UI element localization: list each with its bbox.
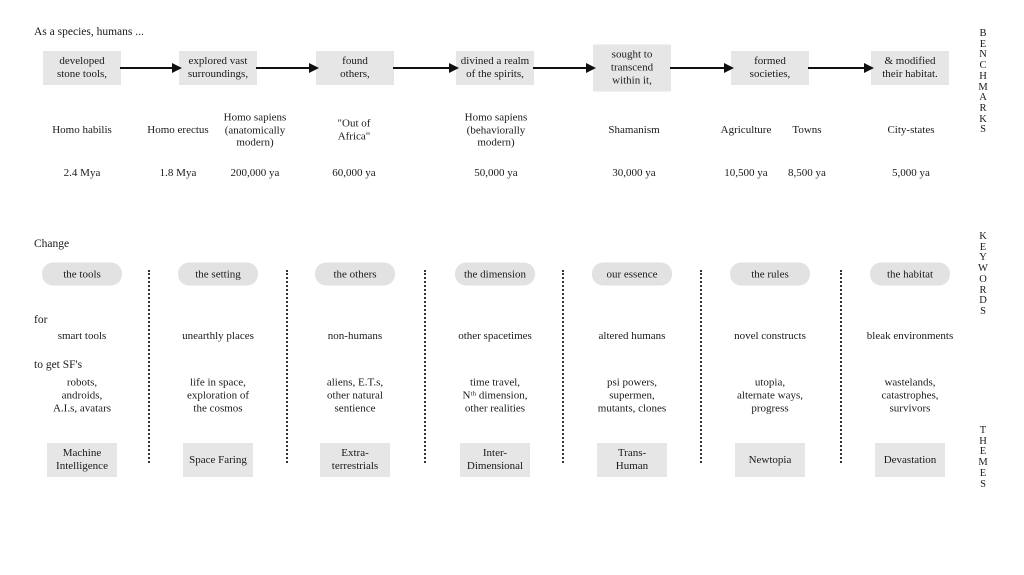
change-label: Change [34,238,70,250]
keyword-pill-rules: the rules [730,262,810,286]
sf-examples: aliens, E.T.s, other natural sentience [326,376,384,415]
theme-box-newtopia: Newtopia [735,443,805,477]
milestone-date: 10,500 ya [724,167,768,179]
arrow-right-icon [670,63,734,73]
keyword-pill-habitat: the habitat [870,262,950,286]
keyword-pill-others: the others [315,262,395,286]
side-label-keywords: K E Y W O R D S [978,231,988,317]
flow-box-others: found others, [316,51,394,85]
milestone-date: 5,000 ya [892,167,930,179]
milestone-name: "Out of Africa" [337,117,371,143]
theme-box-space-faring: Space Faring [183,443,253,477]
flow-box-habitat: & modified their habitat. [871,51,949,85]
milestone-date: 2.4 Mya [63,167,101,179]
keyword-pill-tools: the tools [42,262,122,286]
milestone-name: Towns [792,123,822,136]
arrow-right-icon [808,63,874,73]
milestone-date: 60,000 ya [332,167,376,179]
arrow-right-icon [533,63,596,73]
for-item: unearthly places [182,330,254,342]
for-label: for [34,314,48,326]
for-item: non-humans [327,330,383,342]
milestone-name: Homo erectus [147,123,209,136]
milestone-date: 30,000 ya [612,167,656,179]
for-item: novel constructs [734,330,806,342]
column-divider [562,270,564,463]
arrow-right-icon [120,63,182,73]
side-label-themes: T H E M E S [978,425,988,490]
keyword-pill-dimension: the dimension [455,262,535,286]
flow-box-transcend: sought to transcend within it, [593,44,671,92]
column-divider [700,270,702,463]
side-label-benchmarks: B E N C H M A R K S [978,28,988,136]
flow-box-surroundings: explored vast surroundings, [179,51,257,85]
sf-examples: wastelands, catastrophes, survivors [881,376,939,415]
column-divider [286,270,288,463]
theme-box-machine-intelligence: Machine Intelligence [47,443,117,477]
arrow-right-icon [393,63,459,73]
keyword-pill-setting: the setting [178,262,258,286]
sf-examples: time travel, Nᵗʰ dimension, other realit… [462,376,528,415]
arrow-right-icon [256,63,319,73]
sf-examples: life in space, exploration of the cosmos [186,376,250,415]
milestone-date: 8,500 ya [788,167,826,179]
for-item: smart tools [57,330,107,342]
flow-box-stone-tools: developed stone tools, [43,51,121,85]
sf-examples: utopia, alternate ways, progress [737,376,803,415]
column-divider [424,270,426,463]
milestone-name: Agriculture [720,123,772,136]
keyword-pill-essence: our essence [592,262,672,286]
theme-box-extraterrestrials: Extra- terrestrials [320,443,390,477]
milestone-name: Shamanism [608,123,660,136]
milestone-name: Homo sapiens (behaviorally modern) [464,111,528,149]
for-item: bleak environments [866,330,954,342]
for-item: other spacetimes [458,330,532,342]
sf-examples: robots, androids, A.I.s, avatars [52,376,112,415]
for-item: altered humans [598,330,666,342]
theme-box-interdimensional: Inter- Dimensional [460,443,530,477]
milestone-date: 50,000 ya [474,167,518,179]
column-divider [840,270,842,463]
milestone-date: 200,000 ya [230,167,280,179]
milestone-name: Homo habilis [52,123,112,136]
theme-box-transhuman: Trans- Human [597,443,667,477]
theme-box-devastation: Devastation [875,443,945,477]
flow-box-spirits: divined a realm of the spirits, [456,51,534,85]
milestone-name: Homo sapiens (anatomically modern) [223,111,287,149]
milestone-date: 1.8 Mya [159,167,197,179]
intro-label: As a species, humans ... [34,26,144,38]
column-divider [148,270,150,463]
flow-box-societies: formed societies, [731,51,809,85]
to-get-sfs-label: to get SF's [34,359,83,371]
sf-examples: psi powers, supermen, mutants, clones [597,376,667,415]
milestone-name: City-states [887,123,935,136]
